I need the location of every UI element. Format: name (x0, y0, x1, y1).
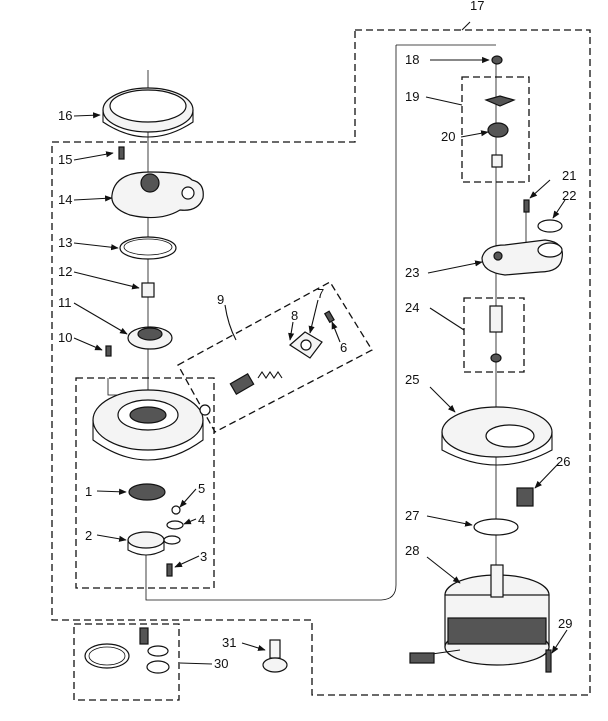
label-14: 14 (58, 192, 72, 207)
part-4-o-ring (163, 520, 184, 545)
part-19-actuator (484, 95, 516, 107)
assembly-17-outline (51, 29, 591, 696)
label-7: 7 (317, 286, 324, 301)
part-11-impeller (127, 326, 173, 350)
part-5-ball (171, 505, 181, 515)
part-1-filter (128, 483, 166, 501)
label-21: 21 (562, 168, 576, 183)
leader-lines (73, 21, 568, 665)
part-number-labels: 1 2 3 4 5 6 7 8 9 10 11 12 13 14 15 16 1… (58, 0, 576, 671)
label-19: 19 (405, 89, 419, 104)
part-26-clip (516, 487, 534, 507)
label-5: 5 (198, 481, 205, 496)
connector-lines (107, 44, 527, 620)
label-29: 29 (558, 616, 572, 631)
part-7-valve-body (289, 331, 323, 359)
label-8: 8 (291, 308, 298, 323)
group-outline-left-lower (75, 377, 215, 589)
label-23: 23 (405, 265, 419, 280)
label-27: 27 (405, 508, 419, 523)
part-24-coupling (489, 305, 503, 363)
part-3-screw (166, 563, 173, 577)
label-1: 1 (85, 484, 92, 499)
label-20: 20 (441, 129, 455, 144)
label-9: 9 (217, 292, 224, 307)
label-24: 24 (405, 300, 419, 315)
part-23-bracket (481, 239, 563, 276)
label-25: 25 (405, 372, 419, 387)
label-26: 26 (556, 454, 570, 469)
part-21-screw (523, 199, 530, 213)
part-2-valve (127, 531, 165, 556)
part-25-motor-mount (441, 406, 553, 466)
label-17: 17 (470, 0, 484, 13)
part-31-fitting (262, 639, 288, 673)
label-11: 11 (58, 295, 72, 310)
part-16-ring (102, 87, 194, 138)
label-12: 12 (58, 264, 72, 279)
label-6: 6 (340, 340, 347, 355)
part-18-nut (491, 55, 503, 65)
label-30: 30 (214, 656, 228, 671)
part-10-screw (105, 345, 112, 357)
group-24-outline (463, 297, 525, 373)
part-22-grommet (537, 219, 563, 233)
part-28-motor (409, 564, 550, 666)
label-15: 15 (58, 152, 72, 167)
label-28: 28 (405, 543, 419, 558)
part-6-screw (323, 310, 335, 324)
part-13-gasket (119, 236, 177, 260)
label-13: 13 (58, 235, 72, 250)
part-29-screw (545, 649, 552, 673)
valve-plunger (199, 372, 255, 416)
group-19-outline (461, 76, 530, 183)
label-16: 16 (58, 108, 72, 123)
pump-housing (92, 389, 204, 461)
label-31: 31 (222, 635, 236, 650)
part-20-cam (487, 122, 509, 168)
label-18: 18 (405, 52, 419, 67)
label-4: 4 (198, 512, 205, 527)
label-3: 3 (200, 549, 207, 564)
label-2: 2 (85, 528, 92, 543)
part-30-seal-kit (84, 627, 170, 674)
part-15-screw (118, 146, 125, 160)
label-22: 22 (562, 188, 576, 203)
group-30-outline (73, 623, 180, 701)
part-12-nut (141, 282, 155, 298)
label-10: 10 (58, 330, 72, 345)
part-8-spring (257, 371, 283, 379)
part-27-disc (473, 518, 519, 536)
part-14-pump-cover (111, 171, 204, 219)
